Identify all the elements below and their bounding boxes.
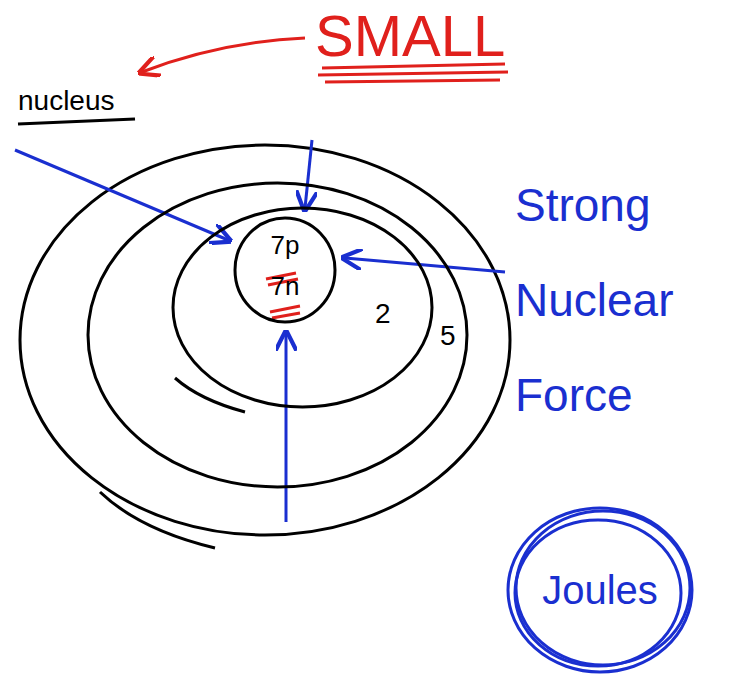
force-label: Strong Nuclear Force [515,158,710,443]
underline [325,80,500,82]
unit-text: Joules [505,570,695,610]
sketch-stroke [175,378,245,412]
electron-shell: 2 7p 7n [170,205,435,410]
force-arrow [305,140,312,208]
outline-ring [88,183,467,487]
electron-count: 2 [375,300,391,328]
underline [18,119,135,124]
underline [318,72,508,75]
size-note: SMALL [315,4,525,68]
proton-count: 7p [232,232,338,258]
force-arrow [345,258,505,272]
electron-shell: 5 2 7p 7n [85,180,470,490]
neutron-count: 7n [232,273,338,299]
unit-circle: Joules [505,505,695,675]
nucleus-circle: 7p 7n [232,215,338,325]
pointer-arrow [142,38,305,72]
outline [85,180,470,490]
sketch-stroke [100,492,215,548]
force-arrow [285,334,288,522]
force-arrow [15,150,228,240]
outer-shell [20,145,510,535]
outline-ring [173,208,432,407]
part-label: nucleus [18,84,148,118]
outline [170,205,435,410]
electron-count: 5 [440,322,456,350]
strike-mark [270,306,300,318]
